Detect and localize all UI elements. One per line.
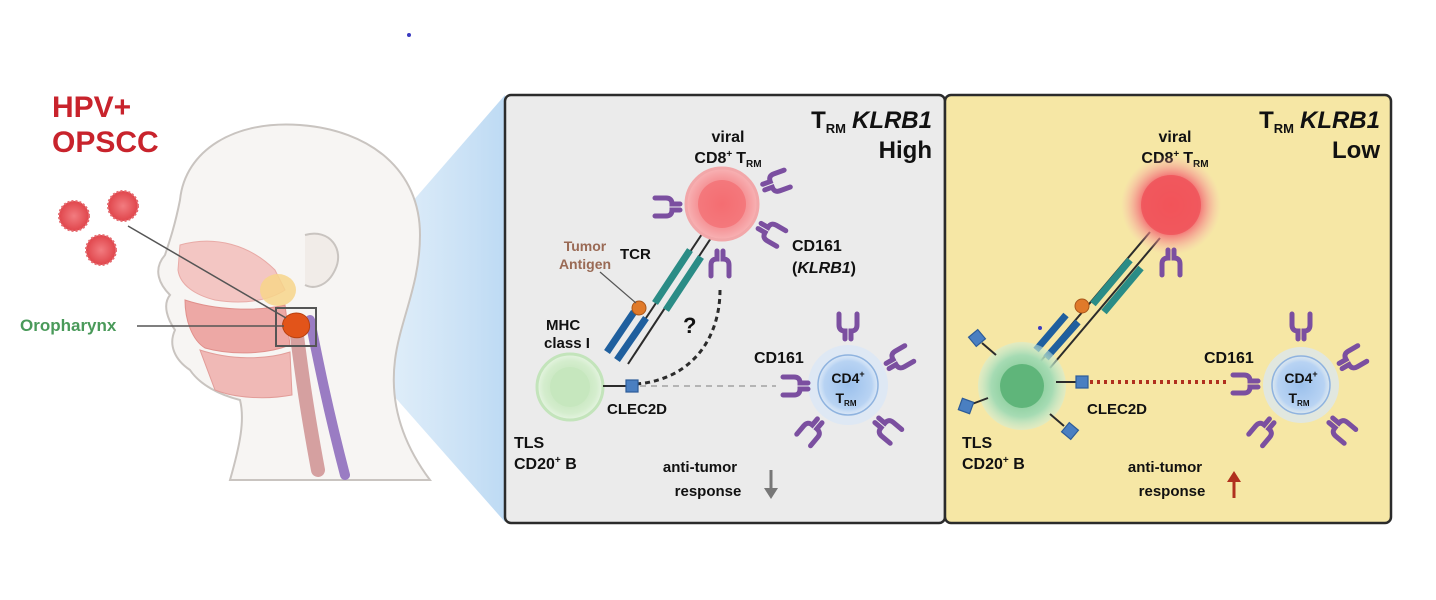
hpv-title-line2: OPSCC (52, 126, 159, 159)
tls-label-line1-low: TLS (962, 435, 993, 452)
antigen-pointer (599, 271, 637, 304)
title-level-high: High (879, 137, 932, 164)
tls-label-sup-low: + (1003, 455, 1009, 466)
clec2d-label-high: CLEC2D (607, 401, 667, 418)
tls-label-b: B (561, 456, 577, 473)
tumor-antigen-line1: Tumor (564, 238, 607, 254)
cd8-label-sup-low: + (1173, 149, 1179, 160)
cd8-label-cd8: CD8 (694, 150, 726, 167)
response-line2-high: response (675, 483, 742, 500)
response-line1-low: anti-tumor (1128, 459, 1202, 476)
head-illustration (157, 95, 505, 522)
title-gene-low: KLRB1 (1300, 107, 1380, 134)
tcr-complex-low (1033, 231, 1161, 369)
question-mark: ? (683, 313, 696, 338)
tls-label-cd20-low: CD20 (962, 456, 1003, 473)
mhc-label-line1: MHC (546, 317, 580, 334)
svg-text:CD20+ B: CD20+ B (962, 455, 1025, 473)
artifact-dot-2 (1038, 326, 1042, 330)
title-rm-sub: RM (826, 121, 846, 136)
tls-b-cell-high (535, 352, 639, 422)
cd4-label-cd4: CD4 (831, 370, 859, 386)
cd4-label-cd4-low: CD4 (1284, 370, 1312, 386)
title-level-low: Low (1332, 137, 1380, 164)
cd8-label-line1-low: viral (1159, 129, 1192, 146)
svg-text:TRM: TRM (835, 390, 856, 408)
hpv-title-line1: HPV+ (52, 91, 131, 124)
svg-text:CD4+: CD4+ (831, 369, 864, 386)
cd4-label-t-low: T (1288, 390, 1297, 406)
virus-pointer-line (127, 225, 287, 319)
cd4-label-sub-low: RM (1297, 399, 1310, 408)
klrb1-gene-label: KLRB1 (797, 260, 850, 277)
svg-text:TRM: TRM (1288, 390, 1309, 408)
cd4-trm-cell-high (783, 314, 914, 446)
arrow-up-icon (1227, 471, 1241, 498)
mhc-label-line2: class I (544, 335, 590, 352)
svg-text:CD20+ B: CD20+ B (514, 455, 577, 473)
cd161-cd4-label-low: CD161 (1204, 350, 1254, 367)
oropharynx-label: Oropharynx (20, 316, 117, 335)
tumor-antigen-dot-low (1074, 298, 1090, 314)
zoom-cone (318, 95, 505, 522)
tumor-antigen-line2: Antigen (559, 256, 611, 272)
cd4-label-t: T (835, 390, 844, 406)
cd8-trm-cell-high (655, 166, 790, 276)
tcr-complex (604, 227, 716, 365)
cd8-label-sup: + (726, 149, 732, 160)
cd8-trm-cell-low (1121, 155, 1221, 275)
tls-label-cd20: CD20 (514, 456, 555, 473)
response-line2-low: response (1139, 483, 1206, 500)
cd4-trm-cell-low (1233, 314, 1367, 446)
title-rm-sub-low: RM (1274, 121, 1294, 136)
cd8-label-sub: RM (746, 159, 762, 170)
response-line1-high: anti-tumor (663, 459, 737, 476)
cd8-label-sub-low: RM (1193, 159, 1209, 170)
title-gene: KLRB1 (852, 107, 932, 134)
cd4-label-sub: RM (844, 399, 857, 408)
hpv-virus-icons (58, 190, 139, 266)
cd4-label-sup: + (859, 369, 864, 379)
artifact-dot (407, 33, 411, 37)
cd4-label-sup-low: + (1312, 369, 1317, 379)
tls-label-b-low: B (1009, 456, 1025, 473)
tls-label-sup: + (555, 455, 561, 466)
tls-b-cell-low (957, 328, 1089, 441)
svg-text:(KLRB1): (KLRB1) (792, 260, 856, 277)
svg-text:CD4+: CD4+ (1284, 369, 1317, 386)
title-t: T (811, 107, 826, 134)
cd161-cd4-label-high: CD161 (754, 350, 804, 367)
cd8-label-t: T (736, 150, 746, 167)
cd8-label-line1: viral (712, 129, 745, 146)
tumor-antigen-dot (631, 300, 647, 316)
svg-text:CD8+TRM: CD8+ TRM (694, 149, 761, 170)
arrow-down-icon (764, 470, 778, 499)
tls-label-line1: TLS (514, 435, 545, 452)
title-t-low: T (1259, 107, 1274, 134)
clec2d-label-low: CLEC2D (1087, 401, 1147, 418)
zoom-box (275, 307, 317, 347)
tcr-label: TCR (620, 246, 651, 263)
cd161-receptor-label: CD161 (792, 238, 842, 255)
